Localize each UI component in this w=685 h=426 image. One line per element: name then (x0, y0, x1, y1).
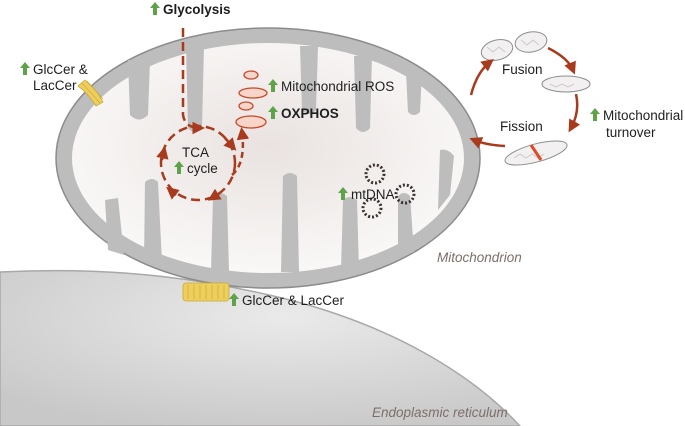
glycolysis-text: Glycolysis (163, 2, 231, 17)
tca-line2-wrap: cycle (174, 161, 218, 177)
lipid-patch-contact (182, 282, 230, 302)
tca-label: TCA (182, 145, 209, 161)
up-arrow-icon (590, 108, 600, 121)
up-arrow-icon (268, 79, 278, 92)
up-arrow-icon (338, 187, 348, 200)
mito-ros-text: Mitochondrial ROS (281, 79, 395, 94)
glccer-lacer-left-label: GlcCer & (20, 62, 88, 78)
oxphos-stack (235, 70, 268, 129)
glycolysis-arrow (181, 28, 205, 135)
glccer-lacer-left-line2: LacCer (33, 78, 77, 93)
fission-label: Fission (500, 119, 543, 134)
er-membrane (0, 269, 522, 426)
mtdna-label: mtDNA (338, 187, 395, 203)
mitochondrion-label: Mitochondrion (437, 250, 522, 265)
up-arrow-icon (150, 2, 160, 15)
oxphos-label: OXPHOS (268, 106, 339, 122)
mito-ros-label: Mitochondrial ROS (268, 79, 394, 95)
lipid-patch-left (77, 79, 104, 107)
glccer-lacer-contact-text: GlcCer & LacCer (242, 293, 345, 308)
up-arrow-icon (268, 106, 278, 119)
mtdna-rings (361, 163, 416, 219)
fusion-fission-cycle (469, 31, 591, 166)
er-label: Endoplasmic reticulum (372, 405, 508, 420)
up-arrow-icon (20, 62, 30, 75)
tca-cycle (156, 124, 237, 202)
mito-turnover-line1: Mitochondrial (603, 108, 684, 123)
glycolysis-label: Glycolysis (150, 2, 231, 18)
tca-line2: cycle (187, 161, 218, 176)
glccer-lacer-left-line1: GlcCer & (33, 62, 88, 77)
fusion-label: Fusion (502, 62, 543, 77)
oxphos-text: OXPHOS (281, 106, 339, 121)
mito-turnover-line2: turnover (606, 125, 656, 140)
mitochondrion (55, 27, 481, 289)
mito-turnover-label: Mitochondrial (590, 108, 683, 124)
up-arrow-icon (174, 161, 184, 174)
glccer-lacer-contact-label: GlcCer & LacCer (229, 293, 344, 309)
up-arrow-icon (229, 293, 239, 306)
mtdna-text: mtDNA (351, 187, 395, 202)
tca-line1: TCA (182, 145, 209, 160)
